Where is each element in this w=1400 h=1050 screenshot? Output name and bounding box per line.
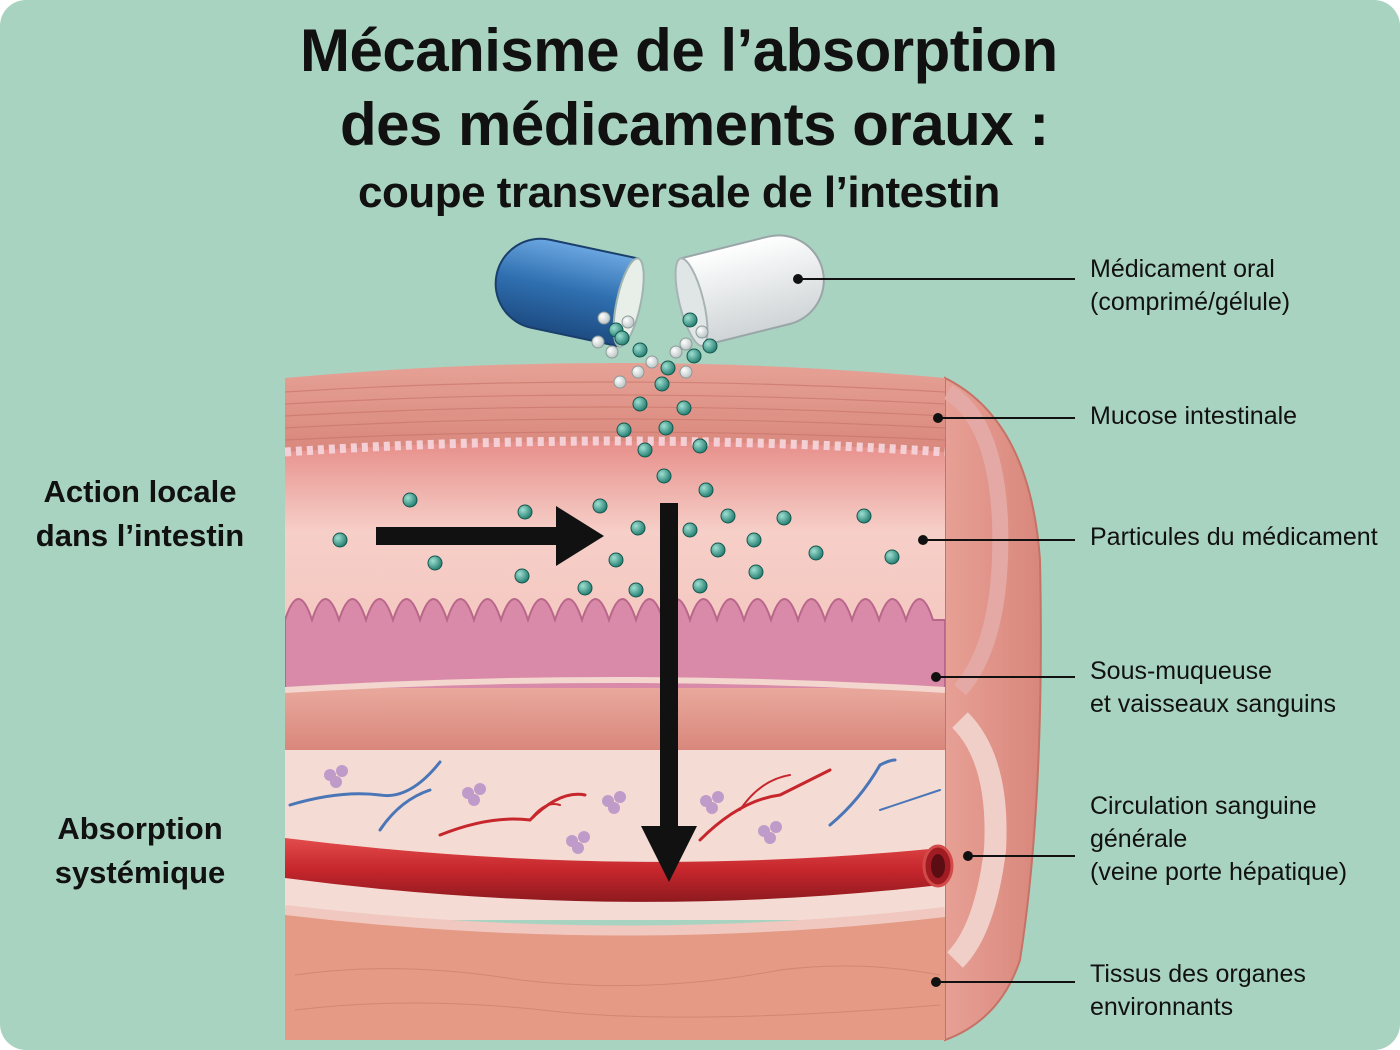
drug-particle	[608, 552, 624, 568]
subtitle: coupe transversale de l’intestin	[358, 168, 1000, 217]
lymph-clusters	[324, 765, 782, 854]
drug-particle	[884, 549, 900, 565]
drug-particle	[632, 396, 648, 412]
callout-line: Circulation sanguine	[1090, 792, 1317, 820]
drug-particles	[332, 311, 900, 598]
callout-line: Particules du médicament	[1090, 523, 1378, 551]
drug-particle	[591, 335, 605, 349]
drug-particle	[613, 375, 627, 389]
drug-particle	[577, 580, 593, 596]
label-systemic-line: Absorption	[57, 811, 223, 846]
callout-line: Médicament oral	[1090, 255, 1275, 283]
small-vessels	[288, 758, 941, 842]
drug-particle	[332, 532, 348, 548]
drug-particle	[679, 337, 693, 351]
label-systemic-absorption: Absorption systémique	[30, 807, 250, 895]
drug-particle	[427, 555, 443, 571]
surrounding-organ-tissue	[285, 910, 945, 1040]
drug-particle	[692, 578, 708, 594]
callout-line: (veine porte hépatique)	[1090, 858, 1348, 886]
side-submucosa-band	[946, 712, 1007, 968]
drug-particle	[776, 510, 792, 526]
label-local-action-line: dans l’intestin	[35, 518, 245, 553]
label-local-action: Action locale dans l’intestin	[30, 470, 250, 558]
callout-leaders	[798, 278, 1075, 983]
tissue-boundary	[285, 905, 945, 936]
title-line-2: des médicaments oraux :	[340, 91, 1049, 158]
drug-particle	[402, 492, 418, 508]
callout-oral-drug: Médicament oral (comprimé/gélule)	[1090, 253, 1290, 319]
drug-particle	[676, 400, 692, 416]
drug-particle	[856, 508, 872, 524]
drug-particle	[631, 365, 645, 379]
callout-line: Sous-muqueuse	[1090, 657, 1273, 685]
drug-particle	[808, 545, 824, 561]
block-side-face	[944, 376, 1042, 1042]
drug-particle	[720, 508, 736, 524]
drug-particle	[517, 504, 533, 520]
white-capsule-half	[674, 234, 825, 347]
callout-line: et vaisseaux sanguins	[1090, 690, 1336, 718]
callout-dots	[793, 274, 973, 987]
callout-line: Tissus des organes	[1090, 960, 1306, 988]
local-action-arrow	[376, 506, 604, 566]
drug-particle	[616, 422, 632, 438]
drug-particle	[605, 345, 619, 359]
drug-particle	[656, 468, 672, 484]
drug-particle	[669, 345, 683, 359]
blue-capsule-half	[494, 237, 645, 348]
label-local-action-line: Action locale	[43, 474, 237, 509]
drug-particle	[597, 311, 611, 325]
drug-particle	[695, 325, 709, 339]
drug-particle	[682, 522, 698, 538]
callout-submucosa: Sous-muqueuse et vaisseaux sanguins	[1090, 655, 1336, 721]
drug-particle	[698, 482, 714, 498]
label-systemic-line: systémique	[54, 855, 226, 890]
title-line-1: Mécanisme de l’absorption	[300, 17, 1058, 84]
callout-mucosa: Mucose intestinale	[1090, 400, 1297, 433]
muscularis-edge	[285, 677, 945, 693]
drug-particle	[628, 582, 644, 598]
callout-line: (comprimé/gélule)	[1090, 288, 1291, 316]
drug-particle	[630, 520, 646, 536]
callout-particles: Particules du médicament	[1090, 521, 1378, 554]
drug-particle	[637, 442, 653, 458]
drug-particle	[592, 498, 608, 514]
vessel-lumen-dark	[931, 854, 945, 878]
drug-particle	[692, 438, 708, 454]
drug-particle	[645, 355, 659, 369]
systemic-absorption-arrow	[641, 503, 697, 882]
drug-particle	[702, 338, 718, 354]
drug-particle	[679, 365, 693, 379]
drug-particle	[660, 360, 676, 376]
muscularis-layer	[285, 688, 945, 754]
drug-particle	[686, 348, 702, 364]
callout-circulation: Circulation sanguine générale (veine por…	[1090, 790, 1347, 889]
callout-line: Mucose intestinale	[1090, 402, 1298, 430]
drug-particle	[514, 568, 530, 584]
tissue-texture	[294, 965, 941, 1018]
drug-particle	[658, 420, 674, 436]
drug-particle	[632, 342, 648, 358]
callout-line: générale	[1090, 825, 1188, 853]
muscle-fiber-lines	[285, 381, 945, 441]
callout-line: environnants	[1090, 993, 1234, 1021]
drug-particle	[710, 542, 726, 558]
drug-particle	[748, 564, 764, 580]
drug-particle	[621, 315, 635, 329]
drug-particle	[614, 330, 630, 346]
hepatic-portal-vein	[285, 838, 940, 902]
callout-organ-tissue: Tissus des organes environnants	[1090, 958, 1306, 1024]
drug-particle	[654, 376, 670, 392]
drug-particle	[682, 312, 698, 328]
villi-row	[285, 598, 945, 691]
drug-particle	[746, 532, 762, 548]
mucosa-scalloped-edge	[285, 436, 945, 457]
